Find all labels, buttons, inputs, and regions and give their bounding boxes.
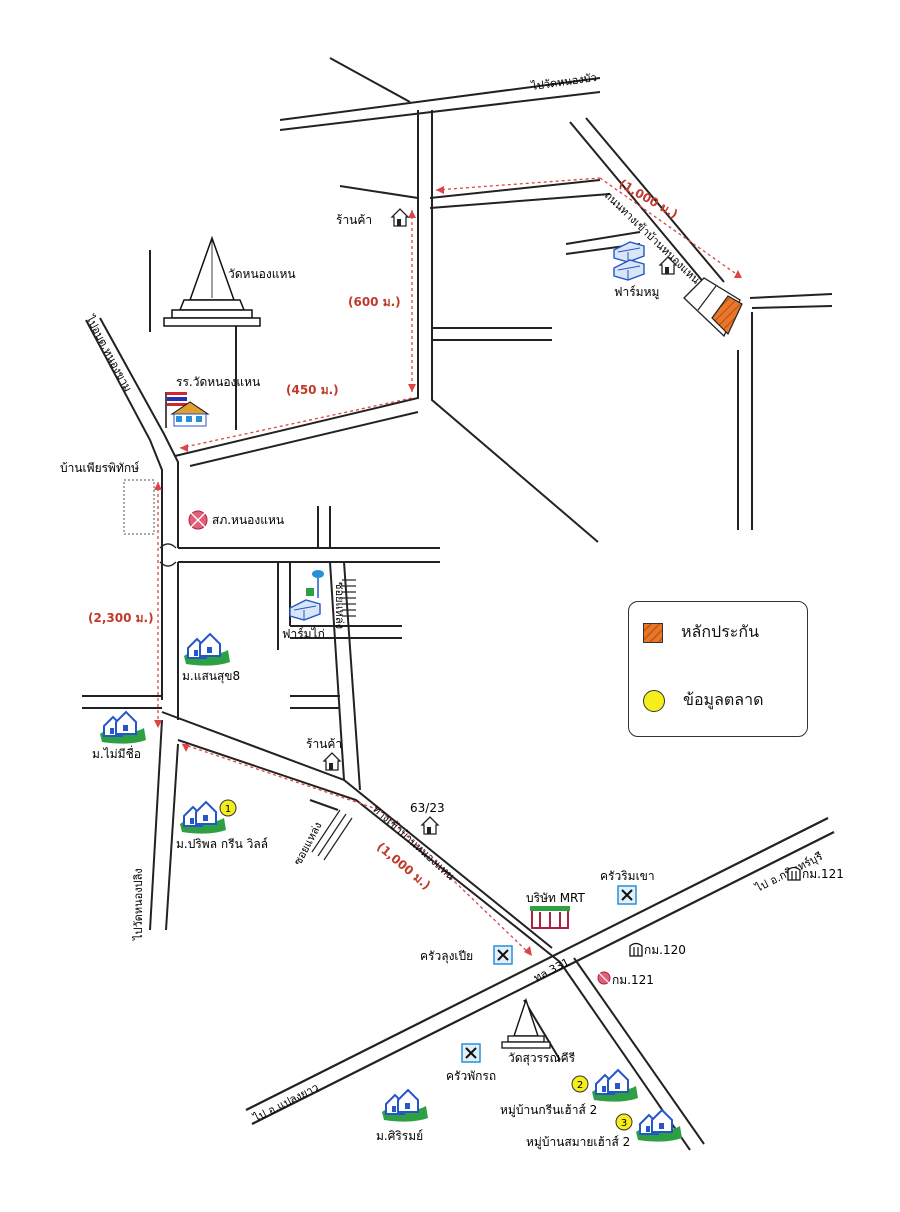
place-wat-nong-han: วัดหนองแหน xyxy=(228,267,296,281)
distance-lines xyxy=(154,177,743,957)
place-green-house2: หมู่บ้านกรีนเฮ้าส์ 2 xyxy=(500,1103,597,1118)
road-name-highway: ทล.331 xyxy=(531,956,571,985)
place-shop-mid: ร้านค้า xyxy=(306,737,342,751)
village-icon-mai-mi-chue xyxy=(99,711,147,745)
place-km121-bottom: กม.121 xyxy=(612,973,654,987)
wat-nong-han-stupa-icon xyxy=(163,235,261,327)
distance-label-600: (600 ม.) xyxy=(348,295,401,309)
bridge-icon xyxy=(159,543,177,567)
place-wat-suwan: วัดสุวรรณคีรี xyxy=(508,1051,576,1066)
mrt-building-icon xyxy=(530,906,570,929)
village-icon-pariphon xyxy=(179,801,227,835)
place-siri-rom: ม.ศิริรมย์ xyxy=(376,1129,423,1143)
legend-row-market-data: ข้อมูลตลาด xyxy=(643,688,763,713)
svg-text:1: 1 xyxy=(225,804,231,815)
km-post-icon-121-top xyxy=(787,866,801,881)
restaurant-icon-rim-khao xyxy=(617,885,637,905)
place-school: รร.วัดหนองแหน xyxy=(176,375,260,389)
house-6323-icon xyxy=(421,816,439,835)
place-saensuk: ม.แสนสุข8 xyxy=(182,669,240,684)
place-ban-phiang: บ้านเพียรพิทักษ์ xyxy=(60,461,139,475)
restaurant-icon-lung-pia xyxy=(493,945,513,965)
svg-text:2: 2 xyxy=(577,1080,583,1091)
village-icon-saensuk xyxy=(183,633,231,667)
place-km120: กม.120 xyxy=(644,943,686,957)
place-chicken-farm: ฟาร์มไก่ xyxy=(282,627,325,641)
pig-farm-icon-2 xyxy=(613,259,645,281)
legend-label-market-data: ข้อมูลตลาด xyxy=(683,690,764,709)
collateral-plot xyxy=(683,277,743,338)
distance-label-450: (450 ม.) xyxy=(286,383,339,397)
police-icon xyxy=(188,510,208,530)
wat-suwan-stupa-icon xyxy=(501,997,551,1049)
market-marker-2: 2 xyxy=(571,1075,589,1093)
direction-nong-pla-lai: ไปวัดหนองปลิง xyxy=(132,868,145,941)
road-name-soi-1: ซอยแหล่ง xyxy=(333,582,346,629)
legend-label-collateral: หลักประกัน xyxy=(681,622,760,641)
ban-phiang-plot xyxy=(123,479,155,535)
shop-top-icon xyxy=(391,208,409,227)
chicken-farm-icon xyxy=(289,599,321,621)
village-icon-samai-house2 xyxy=(635,1109,683,1143)
place-mai-mi-chue: ม.ไม่มีชื่อ xyxy=(92,745,141,761)
shop-mid-icon xyxy=(323,752,341,771)
soi-stripes xyxy=(311,579,356,861)
market-marker-3: 3 xyxy=(615,1113,633,1131)
place-police: สภ.หนองแหน xyxy=(212,513,284,527)
water-tower-icon xyxy=(306,570,324,598)
legend: หลักประกัน ข้อมูลตลาด xyxy=(628,601,808,737)
place-shop-top: ร้านค้า xyxy=(336,213,372,227)
place-pig-farm: ฟาร์มหมู xyxy=(614,285,659,300)
place-house-6323: 63/23 xyxy=(410,801,445,815)
pig-farm-icon xyxy=(613,241,645,263)
km-marker-icon-121-bottom xyxy=(597,971,611,985)
market-marker-1: 1 xyxy=(219,799,237,817)
place-mrt: บริษัท MRT xyxy=(526,891,586,905)
place-khrua-lung-pia: ครัวลุงเปีย xyxy=(420,949,473,964)
village-icon-green-house2 xyxy=(591,1069,639,1103)
school-flag-icon xyxy=(165,392,210,428)
km-post-icon-120 xyxy=(629,942,643,957)
place-samai-house2: หมู่บ้านสมายเฮ้าส์ 2 xyxy=(526,1135,630,1150)
collateral-swatch-icon xyxy=(643,622,663,643)
place-khrua-rim-khao: ครัวริมเขา xyxy=(600,869,655,883)
market-data-dot-icon xyxy=(643,689,665,712)
direction-nong-kham: ไปอบต.หนองขาม xyxy=(83,312,135,394)
place-pariphon: ม.ปริพล กรีน วิลล์ xyxy=(176,837,268,851)
legend-row-collateral: หลักประกัน xyxy=(643,620,759,645)
place-km121-top: กม.121 xyxy=(802,867,844,881)
restaurant-icon-phak-rot xyxy=(461,1043,481,1063)
place-khrua-phak-rot: ครัวพักรถ xyxy=(446,1069,496,1083)
svg-text:3: 3 xyxy=(621,1118,627,1129)
distance-label-2300: (2,300 ม.) xyxy=(88,611,154,625)
road-name-soi-2: ซอยแหล่ง xyxy=(291,820,325,868)
direction-nong-bua: ไปวัดหนองบัว xyxy=(530,71,598,93)
village-icon-siri-rom xyxy=(381,1089,429,1123)
